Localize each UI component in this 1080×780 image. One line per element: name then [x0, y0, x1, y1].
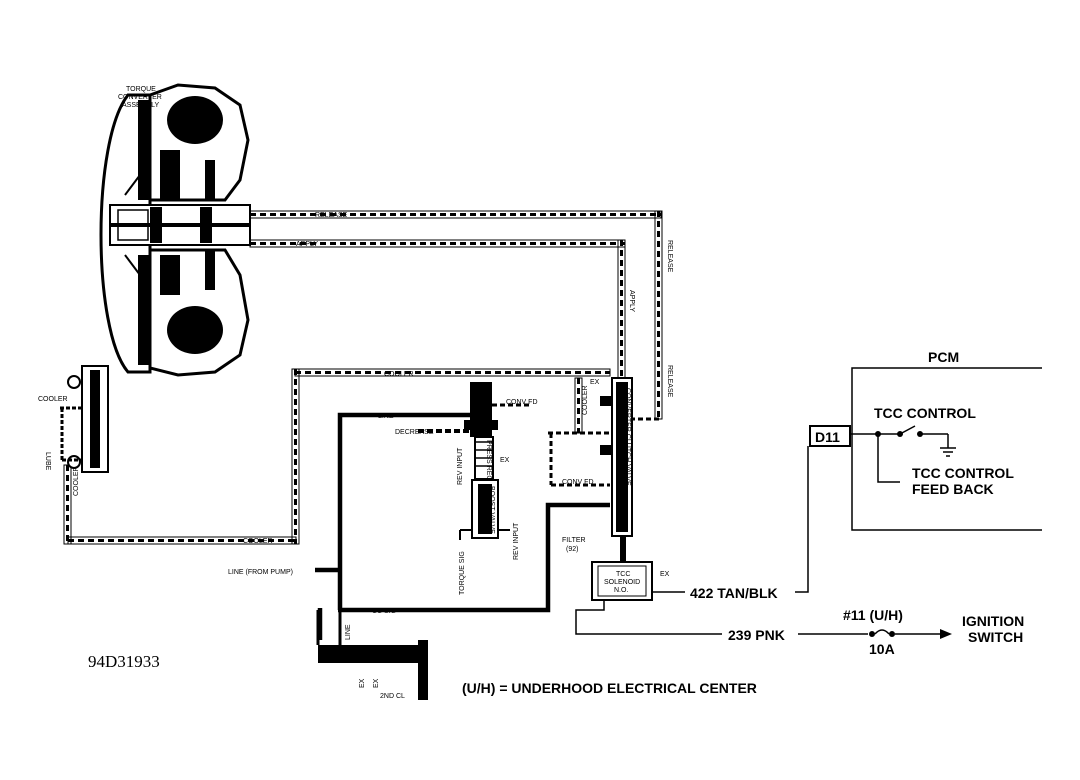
signal-valve-label: CONV CL SIGNAL VALVE [322, 652, 404, 659]
line-from-pump-label: LINE (FROM PUMP) [228, 569, 293, 576]
boost-valve-label: BOOST VALVE [488, 486, 495, 534]
fuse-amp-label: 10A [869, 641, 895, 657]
second-cl-label: 2ND CL [380, 693, 405, 700]
press-reg-label: PRESS REG [485, 440, 492, 481]
feedback-label-2: FEED BACK [912, 481, 994, 497]
solenoid-label-3: N.O. [614, 587, 628, 594]
filter-label: FILTER [562, 537, 586, 544]
converter-title-3: ASSEMBLY [122, 102, 160, 109]
line-label: LINE [378, 413, 394, 420]
pressure-regulator: PRESS REG BOOST VALVE DECREASE CONV FD E… [395, 382, 538, 595]
cooler-lube-label: COOLER [38, 396, 68, 403]
cc-sig-label: CC SIG [372, 608, 396, 615]
wiring: 422 TAN/BLK 239 PNK #11 (U/H) 10A IGNITI… [575, 446, 1024, 657]
apply-label: APPLY [296, 241, 318, 248]
cooler-bottom-label: COOLER [243, 538, 273, 545]
cooler-valve-label: COOLER [582, 385, 589, 415]
filter-num-label: (92) [566, 546, 578, 553]
tcc-solenoid: TCC SOLENOID N.O. EX [591, 561, 670, 601]
pcm-label: PCM [928, 349, 959, 365]
legend-label: (U/H) = UNDERHOOD ELECTRICAL CENTER [462, 680, 757, 696]
lube-label: LUBE [44, 452, 51, 471]
wire-239-label: 239 PNK [728, 627, 785, 643]
d11-connector: D11 [809, 425, 851, 447]
cooler-lube-unit: COOLER LUBE [38, 365, 109, 473]
solenoid-label-2: SOLENOID [604, 579, 640, 586]
release-label: RELEASE [315, 212, 348, 219]
converter-title-2: CONVERTER [118, 94, 162, 101]
cooler-circuit: COOLER COOLER COOLER COOLER [63, 368, 611, 545]
rev-input-left-label: REV INPUT [457, 447, 464, 485]
wire-422-label: 422 TAN/BLK [690, 585, 778, 601]
connector-label: D11 [815, 429, 840, 445]
ignition-label-2: SWITCH [968, 629, 1023, 645]
converter-clutch-valve: CONVERTER CLUTCH VALVE EX CONV FD FILTER… [562, 377, 633, 564]
conv-fd-top-label: CONV FD [506, 399, 538, 406]
cooler-top-label: COOLER [384, 371, 414, 378]
torque-sig-label: TORQUE SIG [459, 551, 466, 595]
solenoid-label-1: TCC [616, 571, 630, 578]
ex-right-label: EX [373, 678, 380, 688]
fuse-label: #11 (U/H) [843, 607, 903, 623]
feedback-label-1: TCC CONTROL [912, 465, 1014, 481]
cooler-left-label: COOLER [73, 466, 80, 496]
figure-id: 94D31933 [88, 652, 160, 671]
torque-converter: TORQUE CONVERTER ASSEMBLY [99, 83, 251, 377]
ex-left-label: EX [359, 678, 366, 688]
release-vertical-label: RELEASE [666, 240, 673, 273]
apply-vertical-label: APPLY [628, 290, 635, 312]
ignition-label-1: IGNITION [962, 613, 1024, 629]
ex-solenoid-label: EX [660, 571, 670, 578]
cutoff-valve-label: CONVERTER CLUTCH VALVE [624, 388, 631, 486]
ex-top-label: EX [590, 379, 600, 386]
ex-mid-label: EX [500, 457, 510, 464]
signal-valve: CONV CL SIGNAL VALVE LINE EX EX 2ND CL [316, 610, 428, 700]
decrease-label: DECREASE [395, 429, 434, 436]
converter-title-1: TORQUE [126, 86, 156, 93]
conv-fd-bottom-label: CONV FD [562, 479, 594, 486]
release-lower-label: RELEASE [666, 365, 673, 398]
line-pressure-circuit: LINE LINE (FROM PUMP) CC SIG [228, 412, 610, 640]
rev-input-right-label: REV INPUT [513, 522, 520, 560]
line-vertical-label: LINE [345, 624, 352, 640]
tcc-control-label: TCC CONTROL [874, 405, 976, 421]
pcm-block: PCM TCC CONTROL TCC CONTROL FEED BACK [830, 349, 1042, 531]
release-apply-circuit: RELEASE APPLY RELEASE APPLY RELEASE [249, 210, 673, 421]
